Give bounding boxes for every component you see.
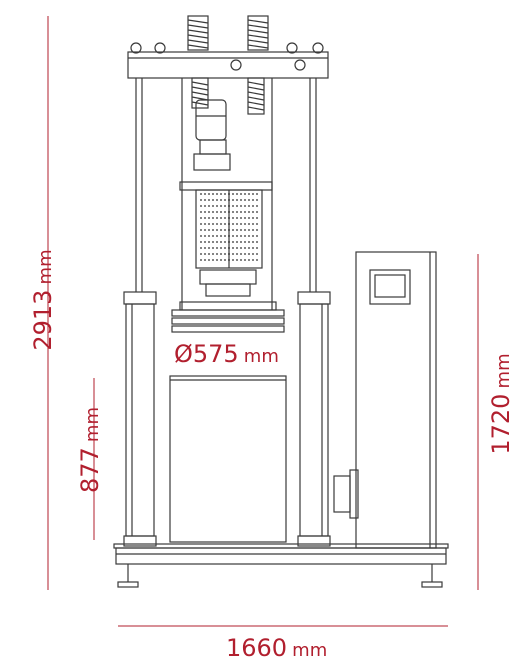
platen-diameter-value: Ø575 — [174, 340, 239, 368]
cabinet-height-label: 1720 mm — [487, 339, 515, 469]
cabinet-height-unit: mm — [493, 353, 514, 389]
crosshead — [127, 51, 329, 79]
display-screen-icon — [369, 269, 411, 305]
leveling-foot-icon — [117, 564, 443, 588]
total-width-label: 1660 mm — [226, 634, 327, 662]
left-pillar — [123, 291, 157, 547]
table-height-unit: mm — [82, 407, 103, 443]
cabinet-height-value: 1720 — [487, 393, 515, 455]
total-height-label: 2913 mm — [29, 235, 57, 365]
filter-regulator-icon — [333, 469, 359, 519]
table-height-label: 877 mm — [76, 390, 104, 510]
platen — [171, 301, 285, 333]
total-height-unit: mm — [35, 249, 56, 285]
spring-icon — [187, 15, 269, 51]
motor-icon — [193, 99, 231, 171]
guide-column — [135, 78, 317, 292]
total-height-value: 2913 — [29, 289, 57, 351]
vessel-lid — [179, 181, 273, 191]
platen-diameter-label: Ø575 mm — [174, 340, 279, 368]
table-height-value: 877 — [76, 447, 104, 493]
total-width-value: 1660 — [226, 634, 288, 662]
platen-diameter-unit: mm — [243, 346, 279, 367]
right-pillar — [297, 291, 331, 547]
control-cabinet — [355, 251, 437, 549]
receptacle — [169, 375, 287, 543]
total-width-unit: mm — [292, 640, 328, 661]
base-frame — [115, 547, 447, 565]
